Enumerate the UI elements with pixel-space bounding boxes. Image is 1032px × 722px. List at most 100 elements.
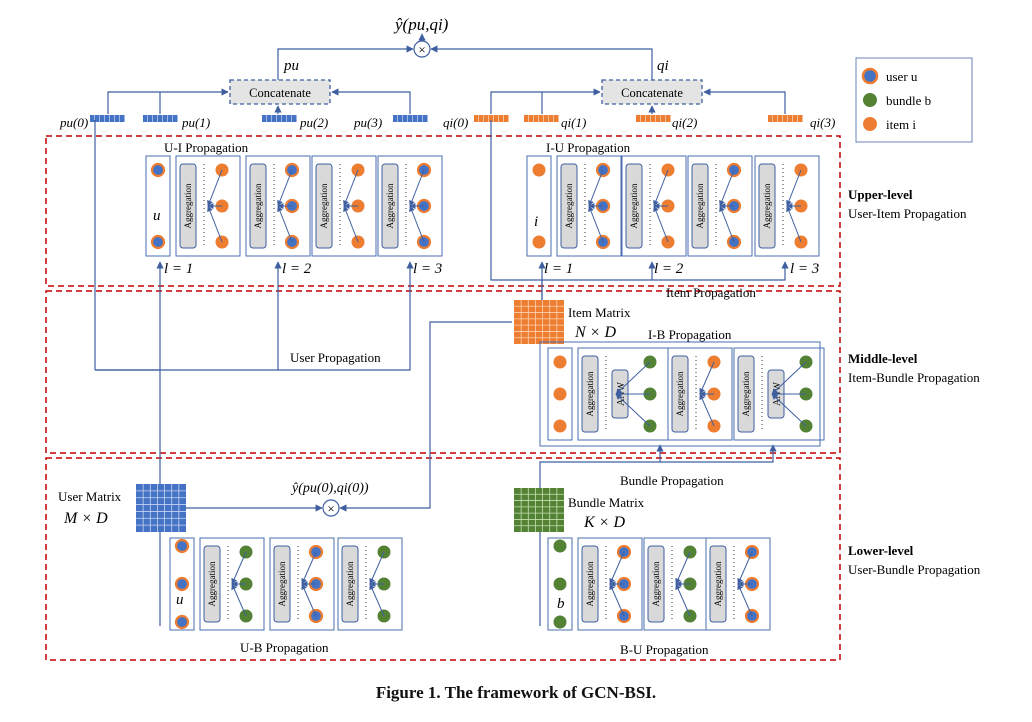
aggregation-label: Aggregation <box>345 561 355 606</box>
legend-bundle-label: bundle b <box>886 93 931 108</box>
iu-layer-1-label: l = 1 <box>544 261 573 277</box>
aggregation-box <box>381 163 399 249</box>
lower-u-label: u <box>176 592 184 608</box>
qi0-label: qi(0) <box>443 115 468 130</box>
ui-layer-2-label: l = 2 <box>282 261 312 277</box>
bundle-matrix-fill <box>514 488 564 532</box>
bundle-propagation-label: Bundle Propagation <box>620 473 724 488</box>
edge-arrow <box>719 169 735 207</box>
multiply-symbol-lower: × <box>327 501 334 516</box>
aggregation-label: Aggregation <box>183 183 193 228</box>
qi1-bar <box>539 115 544 122</box>
user-matrix-dim: M × D <box>63 510 108 527</box>
aggregation-label: Aggregation <box>585 371 595 416</box>
middle-level-subtitle: Item-Bundle Propagation <box>848 370 980 385</box>
edge-arrow <box>653 169 669 207</box>
lower-level-box <box>45 457 841 661</box>
ui-layer-1-label: l = 1 <box>164 261 193 277</box>
aggregation-box <box>203 545 221 623</box>
qi1-bar <box>544 115 549 122</box>
aggregation-box <box>691 163 709 249</box>
bundle-matrix-dim: K × D <box>583 514 625 531</box>
pu0-bar <box>115 115 120 122</box>
ub-propagation-title: U-B Propagation <box>240 640 329 655</box>
qi1-bar <box>554 115 559 122</box>
qi2-bar <box>656 115 661 122</box>
edge-arrow <box>301 551 317 585</box>
edge-arrow <box>277 205 293 243</box>
pu-label: pu <box>283 58 299 74</box>
pu0-bar <box>95 115 100 122</box>
legend-user-label: user u <box>886 69 918 84</box>
aggregation-label: Aggregation <box>385 183 395 228</box>
edge-arrow <box>771 393 807 427</box>
pu-to-multiply-line <box>277 45 414 80</box>
pu2-bar <box>262 115 267 122</box>
pu0-bar <box>90 115 95 122</box>
user-matrix-grid <box>136 484 186 532</box>
edge-arrow <box>675 583 691 617</box>
qi2-label: qi(2) <box>672 115 697 130</box>
pu1-bar <box>173 115 178 122</box>
user-node <box>150 234 166 250</box>
pu3-bar <box>413 115 418 122</box>
upper-level-box <box>45 135 841 287</box>
multiply-symbol-top: × <box>418 42 425 57</box>
edge-arrow <box>207 205 223 243</box>
qi2-bar <box>661 115 666 122</box>
legend: user u bundle b item i <box>855 57 973 143</box>
user-propagation-label: User Propagation <box>290 350 381 365</box>
item-node <box>532 163 546 177</box>
qi0-bar <box>484 115 489 122</box>
edge-arrow <box>615 393 651 427</box>
qi3-bar <box>783 115 788 122</box>
concatenate-left-label: Concatenate <box>249 86 311 100</box>
pu2-bar <box>277 115 282 122</box>
pu1-bar <box>163 115 168 122</box>
aggregation-box <box>671 355 689 433</box>
pu2-bar <box>292 115 297 122</box>
edge-arrow <box>588 169 604 207</box>
pu1-bar <box>168 115 173 122</box>
qi0-bar <box>499 115 504 122</box>
aggregation-label: Aggregation <box>762 183 772 228</box>
iu-layer-2-label: l = 2 <box>654 261 684 277</box>
concat-left-feeds <box>107 88 411 114</box>
ib-propagation-title: I-B Propagation <box>648 327 732 342</box>
user-matrix-fill <box>136 484 186 532</box>
concatenate-right-box <box>601 79 703 105</box>
pu3-bar <box>418 115 423 122</box>
lower-b-label: b <box>557 596 565 612</box>
concatenate-left-box <box>229 79 331 105</box>
bundle-node <box>553 577 567 591</box>
aggregation-box <box>341 545 359 623</box>
pu0-bar <box>105 115 110 122</box>
bu-propagation-title: B-U Propagation <box>620 642 709 657</box>
user-node <box>174 538 190 554</box>
ui-propagation-title: U-I Propagation <box>164 140 249 155</box>
edge-arrow <box>737 551 753 585</box>
edge-arrow <box>786 205 802 243</box>
edge-arrow <box>369 583 385 617</box>
legend-bundle-icon <box>863 93 877 107</box>
lower-multiply-icon <box>322 499 340 517</box>
pu3-bar <box>408 115 413 122</box>
aggregation-box <box>273 545 291 623</box>
qi2-bar <box>636 115 641 122</box>
aggregation-label: Aggregation <box>675 371 685 416</box>
qi2-bar <box>666 115 671 122</box>
aggregation-label: Aggregation <box>629 183 639 228</box>
aggregation-box <box>249 163 267 249</box>
pu1-bar <box>153 115 158 122</box>
legend-user-icon <box>861 67 879 85</box>
edge-arrow <box>231 551 247 585</box>
aggregation-label: Aggregation <box>319 183 329 228</box>
edge-arrow <box>609 551 625 585</box>
qi3-label: qi(3) <box>810 115 835 130</box>
edge-arrow <box>277 169 293 207</box>
qi0-bar <box>489 115 494 122</box>
aggregation-box <box>179 163 197 249</box>
edge-arrow <box>207 169 223 207</box>
